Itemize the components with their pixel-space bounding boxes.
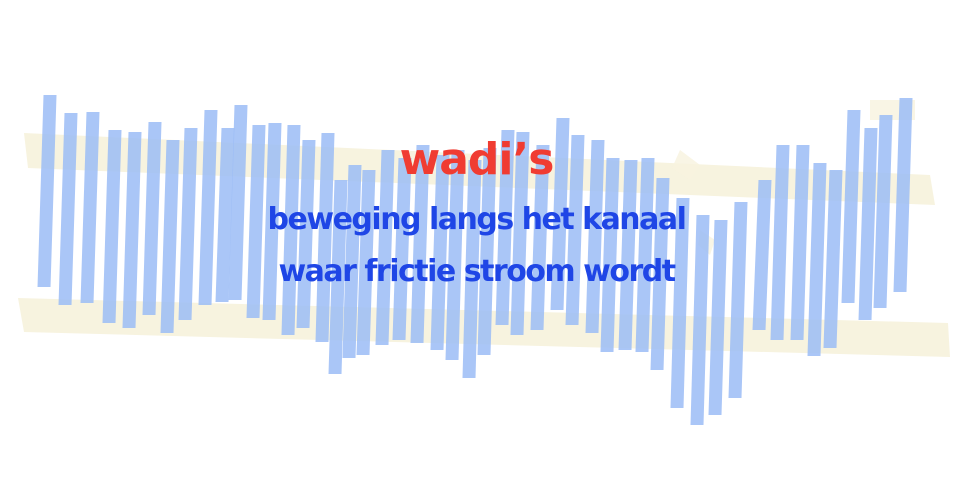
blue-bar	[858, 128, 878, 320]
blue-bar	[296, 140, 316, 328]
blue-bar	[530, 145, 550, 330]
blue-bar	[281, 125, 301, 335]
blue-bar	[893, 98, 913, 292]
blue-bar	[752, 180, 772, 330]
blue-bar	[510, 132, 530, 335]
blue-bars	[37, 95, 913, 425]
blue-bar	[708, 220, 728, 415]
blue-bar	[841, 110, 861, 303]
blue-bar	[122, 132, 142, 328]
title: wadi’s	[399, 134, 555, 185]
blue-bar	[670, 198, 690, 408]
blue-bar	[807, 163, 827, 356]
subtitle-line-2: waar frictie stroom wordt	[278, 254, 676, 289]
blue-bar	[445, 150, 465, 360]
blue-bar	[37, 95, 57, 287]
subtitle-line-1: beweging langs het kanaal	[267, 202, 687, 237]
blue-bar	[160, 140, 180, 333]
blue-bar	[430, 155, 450, 350]
blue-bar	[728, 202, 748, 398]
blue-bar	[462, 160, 482, 378]
blue-bar	[392, 158, 412, 340]
blue-bar	[315, 133, 335, 342]
blue-bar	[618, 160, 638, 350]
blue-bar	[770, 145, 790, 340]
blue-bar	[215, 128, 235, 302]
blue-bar	[823, 170, 843, 348]
cream-band	[672, 150, 700, 180]
blue-bar	[142, 122, 162, 315]
blue-bar	[410, 145, 430, 343]
blue-bar	[228, 105, 248, 300]
blue-bar	[246, 125, 266, 318]
blue-bar	[565, 135, 585, 325]
blue-bar	[342, 165, 362, 358]
blue-bar	[375, 150, 395, 345]
blue-bar	[178, 128, 198, 320]
blue-bar	[550, 118, 570, 310]
blue-bar	[585, 140, 605, 333]
blue-bar	[80, 112, 100, 303]
blue-bar	[495, 130, 515, 325]
blue-bar	[635, 158, 655, 352]
blue-bar	[102, 130, 122, 323]
blue-bar	[600, 158, 620, 352]
blue-bar	[650, 178, 670, 370]
blue-bar	[356, 170, 376, 355]
blue-bar	[198, 110, 218, 305]
blue-bar	[58, 113, 78, 305]
blue-bar	[790, 145, 810, 340]
blue-bar	[328, 180, 348, 374]
blue-bar	[477, 148, 497, 355]
blue-bar	[262, 123, 282, 320]
blue-bar	[690, 215, 710, 425]
blue-bar	[873, 115, 893, 308]
